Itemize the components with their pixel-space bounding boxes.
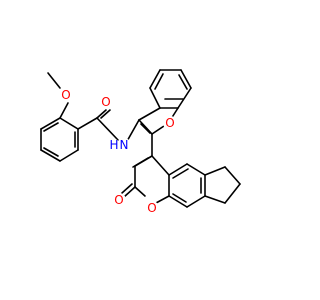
svg-text:O: O (147, 201, 156, 215)
lactone-carbonyl-oxygen-atom: O (112, 193, 126, 207)
svg-text:H: H (109, 138, 118, 152)
carbonyl-oxygen-atom: O (99, 95, 113, 109)
atom-labels: O O N H O O O (59, 88, 177, 215)
amide-nitrogen-atom: N (117, 138, 131, 152)
molecule-structure-diagram: O O N H O O O (40, 69, 241, 215)
methoxy-oxygen-atom: O (59, 88, 73, 102)
svg-text:N: N (120, 138, 129, 152)
svg-text:O: O (61, 88, 70, 102)
ring-oxygen-atom: O (145, 201, 159, 215)
svg-text:O: O (101, 95, 110, 109)
svg-text:O: O (114, 193, 123, 207)
svg-text:O: O (165, 116, 174, 130)
furan-oxygen-atom: O (163, 116, 177, 130)
bond-lines (40, 69, 241, 208)
amide-hydrogen-atom: H (108, 138, 120, 152)
